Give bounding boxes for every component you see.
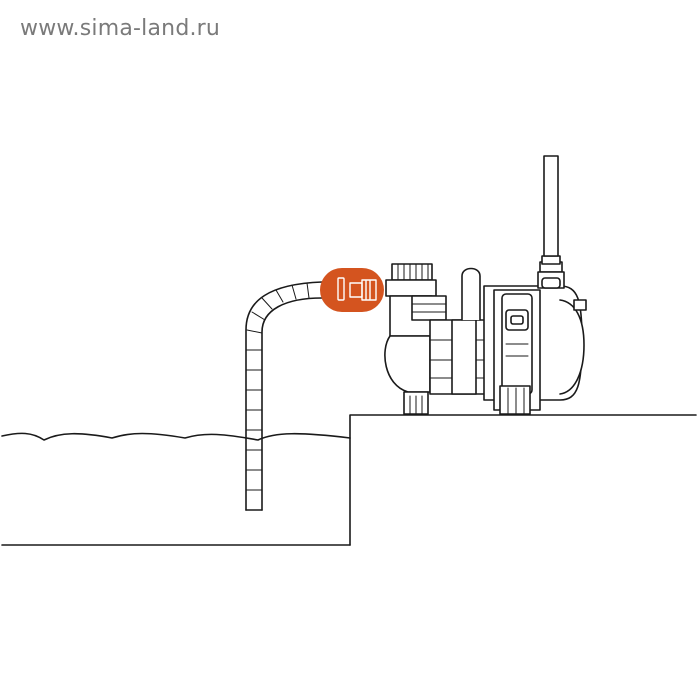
discharge-pipe <box>543 155 559 257</box>
garden-pump <box>384 255 587 415</box>
water-surface <box>1 432 351 441</box>
hose-connector-highlight <box>320 268 384 312</box>
suction-hose <box>245 281 323 511</box>
ground-ledge <box>349 414 697 546</box>
watermark-text: www.sima-land.ru <box>20 16 221 41</box>
